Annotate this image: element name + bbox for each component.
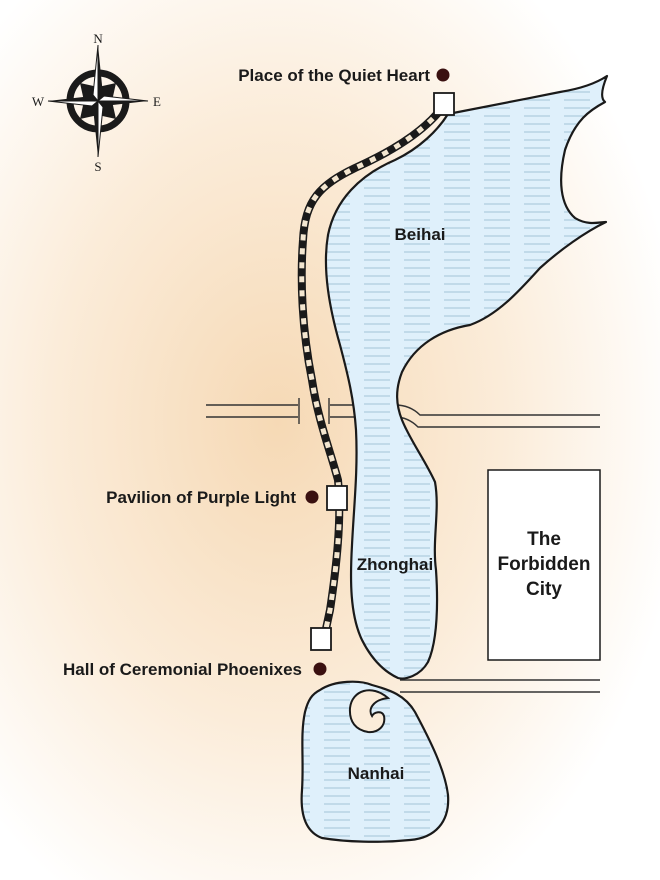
label-phoenixes: Hall of Ceremonial Phoenixes (63, 660, 302, 679)
compass-east-point (98, 101, 148, 106)
marker-phoenixes (313, 662, 327, 676)
label-nanhai: Nanhai (348, 764, 405, 783)
lake-beihai-zhonghai (324, 74, 609, 680)
compass-e-label: E (153, 94, 161, 109)
compass-n-label: N (93, 31, 103, 46)
marker-quiet-heart (436, 68, 450, 82)
forbidden-city-line1: The (527, 529, 561, 550)
station-quiet-heart (433, 92, 455, 116)
station-purple-light (326, 485, 348, 511)
compass-s-label: S (94, 159, 101, 174)
forbidden-city-block (487, 469, 601, 661)
compass-south-point (93, 101, 98, 157)
station-phoenixes (310, 627, 332, 651)
label-beihai: Beihai (394, 225, 445, 244)
lake-nanhai (300, 680, 450, 843)
road-south-east (400, 679, 600, 693)
forbidden-city-line2: Forbidden (498, 554, 591, 575)
forbidden-city-line3: City (526, 579, 562, 600)
compass-w-label: W (32, 94, 45, 109)
compass-west-point (48, 96, 98, 101)
label-purple-light: Pavilion of Purple Light (106, 488, 296, 507)
compass-rose: N S E W (32, 31, 161, 174)
label-zhonghai: Zhonghai (357, 555, 433, 574)
marker-purple-light (305, 490, 319, 504)
road-north-west (206, 404, 298, 418)
nanhai-inlet (348, 689, 391, 734)
label-quiet-heart: Place of the Quiet Heart (238, 66, 430, 85)
compass-north-point (98, 45, 103, 101)
